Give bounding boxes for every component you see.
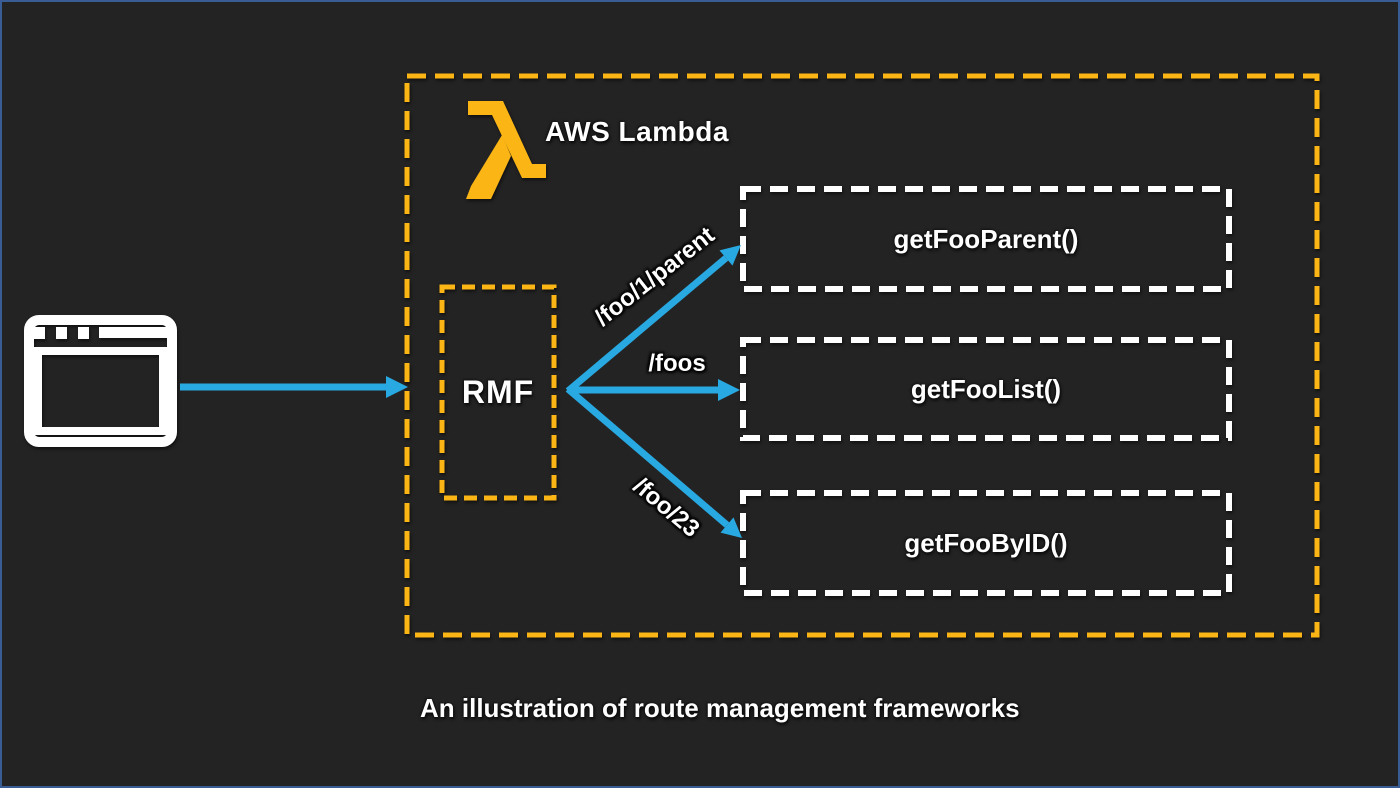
lambda-container-border bbox=[404, 73, 1320, 638]
diagram-caption: An illustration of route management fram… bbox=[420, 693, 1020, 723]
rmf-label: RMF bbox=[461, 374, 535, 410]
route-arrow-foos bbox=[568, 379, 740, 401]
aws-lambda-icon bbox=[466, 101, 546, 199]
browser-button-icon bbox=[34, 327, 45, 339]
route-label-foos: /foos bbox=[648, 350, 706, 377]
route-arrow-foo-23 bbox=[565, 386, 742, 538]
request-arrows bbox=[180, 245, 742, 538]
browser-window-icon bbox=[24, 315, 177, 447]
route-arrow-foo-1-parent bbox=[565, 245, 741, 394]
handler-box-getFooList bbox=[740, 337, 1232, 441]
browser-button-icon bbox=[78, 327, 89, 339]
handler-label-getFooParent: getFooParent() bbox=[893, 223, 1079, 254]
handler-label-getFooList: getFooList() bbox=[910, 373, 1062, 404]
handler-box-getFooParent bbox=[740, 186, 1232, 292]
browser-frame bbox=[24, 315, 177, 447]
browser-address-bar-icon bbox=[99, 327, 167, 338]
client-to-rmf-arrow bbox=[180, 376, 408, 398]
handler-label-getFooByID: getFooByID() bbox=[904, 527, 1068, 558]
aws-lambda-title: AWS Lambda bbox=[545, 116, 729, 147]
rmf-box-border bbox=[439, 284, 557, 501]
handler-box-getFooByID bbox=[740, 490, 1232, 596]
browser-button-icon bbox=[56, 327, 67, 339]
browser-viewport bbox=[34, 347, 167, 435]
